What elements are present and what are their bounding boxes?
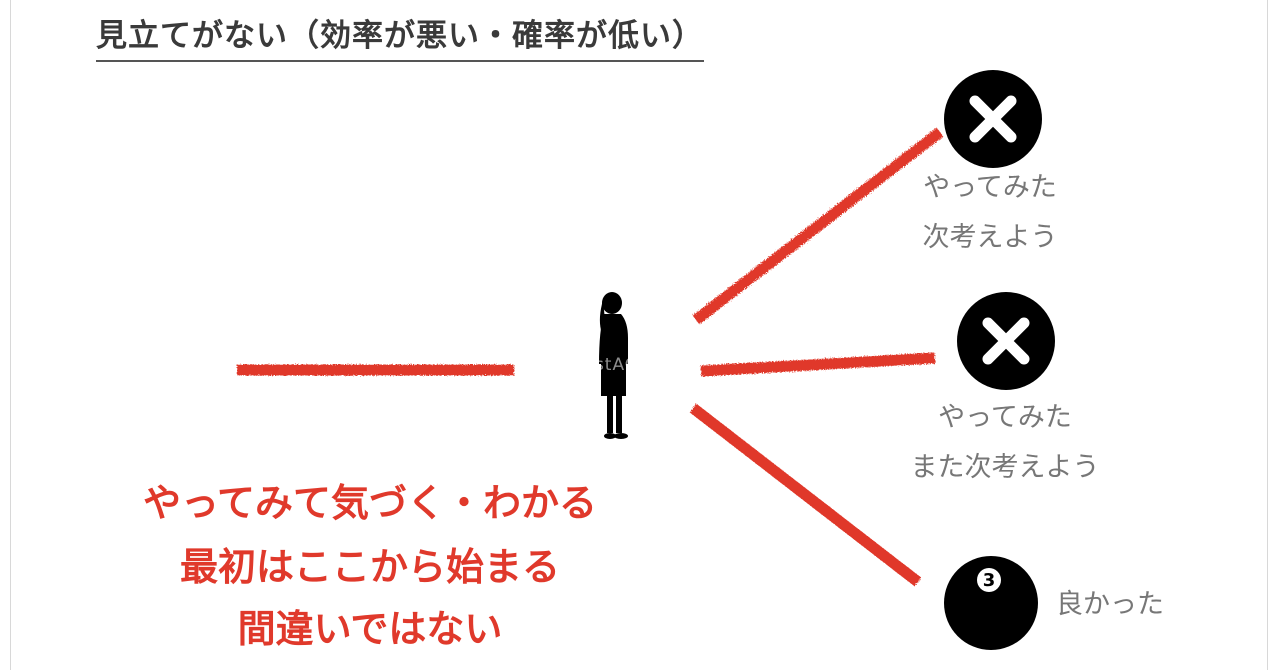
number-three-icon: 3 [977,568,1001,592]
x-icon [982,317,1030,365]
fail-circle-2 [957,292,1055,390]
x-icon [969,95,1017,143]
caption-line: やってみた [923,172,1057,203]
caption-line: やってみた [938,402,1072,433]
watermark-text: illustAC [566,355,638,375]
message-line-2: 最初はここから始まる [179,545,560,589]
person-silhouette-icon [599,292,628,439]
message-line-1: やってみて気づく・わかる [142,481,598,525]
fail-circle-1 [944,70,1042,168]
slide-frame [10,0,1268,670]
caption-line: 次考えよう [922,222,1058,253]
branch-line-middle [700,352,936,377]
caption-line: また次考えよう [910,452,1100,483]
branch-line-upper [692,127,944,325]
outcome-label-good: 良かった [1056,589,1164,620]
success-circle: 3 [944,556,1038,650]
slide-title: 見立てがない（効率が悪い・確率が低い） [96,10,704,62]
outcome-caption-1: やってみた 次考えよう [890,163,1090,263]
outcome-caption-2: やってみた また次考えよう [880,393,1130,493]
message-line-3: 間違いではない [237,607,503,651]
branch-line-lower [689,403,922,587]
